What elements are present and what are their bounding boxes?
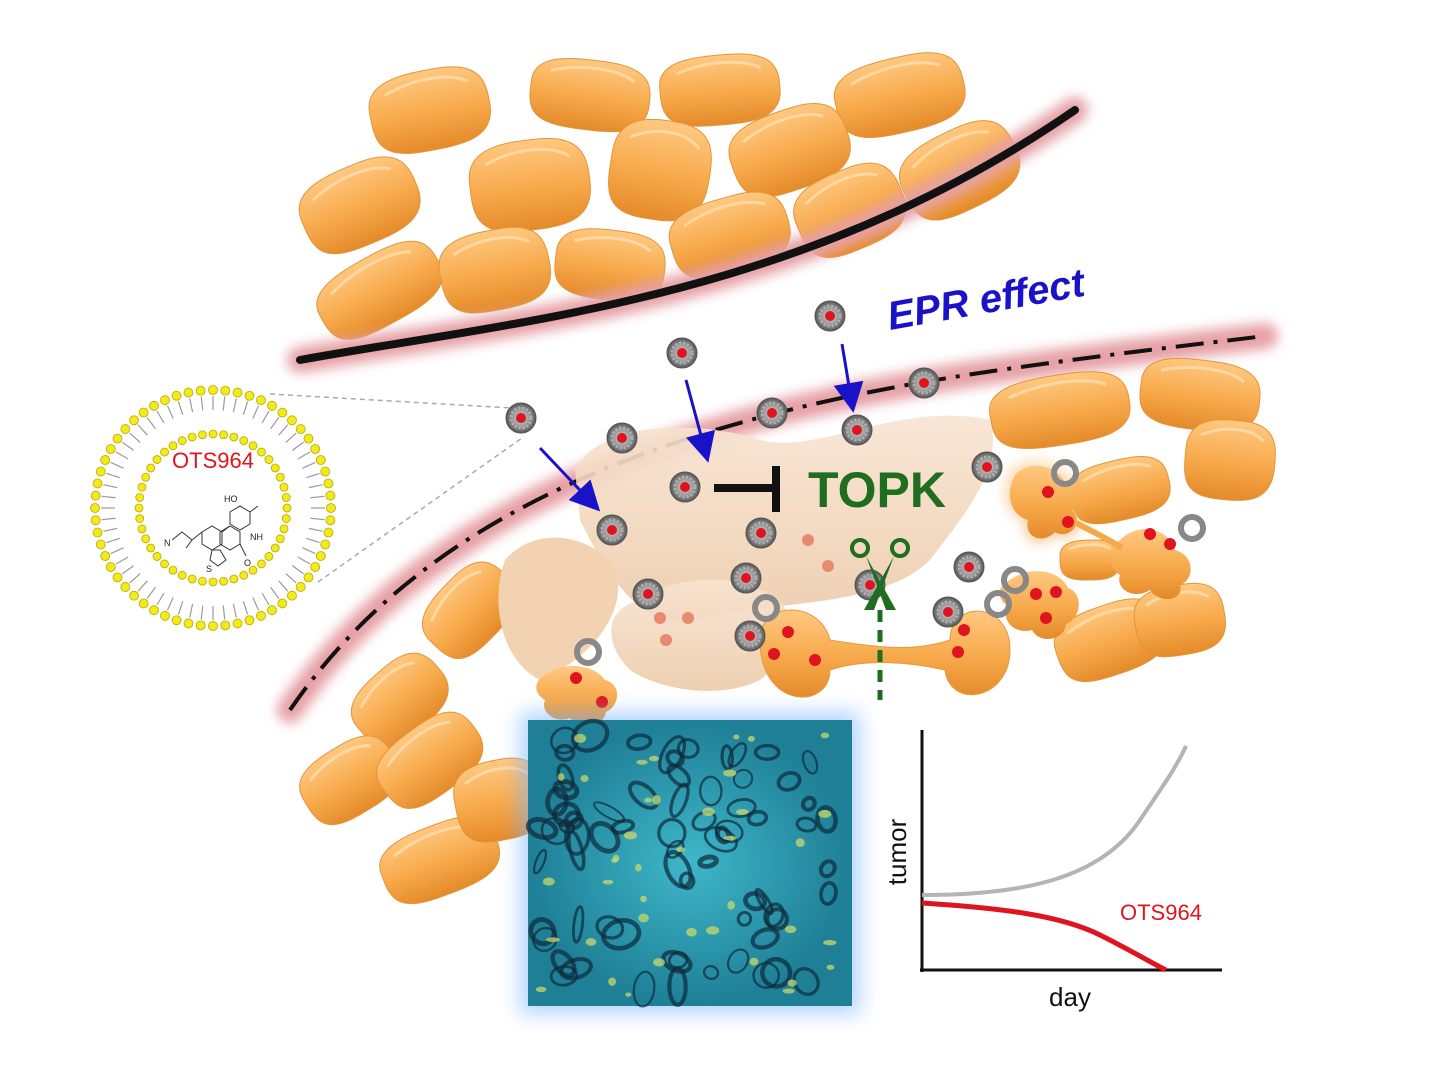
tumor-cell xyxy=(299,735,401,826)
liposome xyxy=(90,385,336,631)
nanoparticle xyxy=(953,551,985,583)
chart-y-label: tumor xyxy=(882,818,912,885)
nanoparticle xyxy=(908,367,940,399)
untreated-curve xyxy=(921,745,1188,897)
payload-dot xyxy=(958,624,970,636)
faded-payload-dot xyxy=(660,634,672,646)
docked-nanoparticle xyxy=(1051,459,1079,487)
arrow-icon xyxy=(684,379,716,463)
nanoparticle xyxy=(734,620,766,652)
chem-atom-ho: HO xyxy=(224,494,238,504)
payload-dot xyxy=(1042,486,1054,498)
payload-dot xyxy=(1030,588,1042,600)
docked-nanoparticle xyxy=(574,638,602,666)
epr-effect-label: EPR effect xyxy=(884,261,1090,339)
healthy-cell xyxy=(554,228,666,302)
nanoparticle xyxy=(841,414,873,446)
dividing-cell-pair xyxy=(759,609,1011,698)
healthy-cell xyxy=(529,57,651,133)
payload-dot xyxy=(768,648,780,660)
tumor-cell xyxy=(989,371,1131,449)
payload-dot xyxy=(570,672,582,684)
tumor-cell xyxy=(1184,419,1276,501)
arrow-icon xyxy=(538,446,601,512)
nanoparticle xyxy=(606,422,638,454)
inhibition-tbar-icon xyxy=(714,466,780,512)
nanoparticle xyxy=(596,514,628,546)
tumor-cell xyxy=(376,711,484,809)
healthy-cell xyxy=(298,156,421,255)
topk-label: TOPK xyxy=(808,462,946,518)
nanoparticle xyxy=(814,300,846,332)
payload-dot xyxy=(596,696,608,708)
payload-dot xyxy=(1050,586,1062,598)
nanoparticle xyxy=(669,471,701,503)
arrow-icon xyxy=(833,343,864,413)
leaky-vessel-wall xyxy=(277,323,1278,723)
nanoparticles xyxy=(505,300,1206,666)
faded-payload-dot xyxy=(682,612,694,624)
growth-chart: tumor day OTS964 xyxy=(882,730,1222,1012)
micrograph-photo xyxy=(520,712,860,1014)
docked-nanoparticle xyxy=(984,590,1012,618)
tumor-cell xyxy=(422,561,518,660)
treated-curve xyxy=(921,900,1168,973)
faded-payload-dot xyxy=(654,612,666,624)
tumor-cell xyxy=(1139,357,1261,433)
tumor-tissue xyxy=(299,357,1276,905)
nanoparticle xyxy=(971,451,1003,483)
spiky-tumor-cells xyxy=(536,459,1191,727)
payload-dot xyxy=(952,646,964,658)
liposome-zoom-lines xyxy=(269,393,523,583)
payload-dot xyxy=(1062,516,1074,528)
scissors-icon xyxy=(850,538,910,610)
liposome-drug-label: OTS964 xyxy=(172,448,254,473)
payload-dot xyxy=(1144,528,1156,540)
docked-nanoparticle xyxy=(752,594,780,622)
chem-atom-n: N xyxy=(164,538,171,548)
faded-payload-dot xyxy=(822,560,834,572)
healthy-cell xyxy=(728,103,851,198)
docked-nanoparticle xyxy=(1001,566,1029,594)
healthy-cell xyxy=(438,226,552,314)
tumor-cell xyxy=(1068,456,1171,525)
healthy-cell xyxy=(608,118,712,222)
nanoparticle xyxy=(932,596,964,628)
payload-dot xyxy=(1040,612,1052,624)
healthy-cell xyxy=(368,66,491,154)
payload-dot xyxy=(809,654,821,666)
payload-dot xyxy=(1164,538,1176,550)
chart-x-label: day xyxy=(1049,982,1091,1012)
chemical-structure xyxy=(171,505,259,567)
nanoparticle xyxy=(632,578,664,610)
chem-atom-s: S xyxy=(206,564,212,574)
nanoparticle xyxy=(505,402,537,434)
treated-curve-label: OTS964 xyxy=(1120,900,1202,925)
faded-payload-dot xyxy=(802,534,814,546)
healthy-cell xyxy=(468,137,591,233)
payload-dot xyxy=(782,626,794,638)
dying-cells xyxy=(498,415,993,691)
nanoparticle xyxy=(666,337,698,369)
normal-vessel-wall xyxy=(287,97,1088,373)
nanoparticle xyxy=(745,517,777,549)
nanoparticle xyxy=(730,562,762,594)
nanoparticle xyxy=(756,397,788,429)
healthy-cell xyxy=(833,52,966,139)
epr-arrows xyxy=(538,343,864,512)
chem-atom-o: O xyxy=(244,558,251,568)
chem-atom-nh: NH xyxy=(250,532,263,542)
docked-nanoparticle xyxy=(1178,514,1206,542)
